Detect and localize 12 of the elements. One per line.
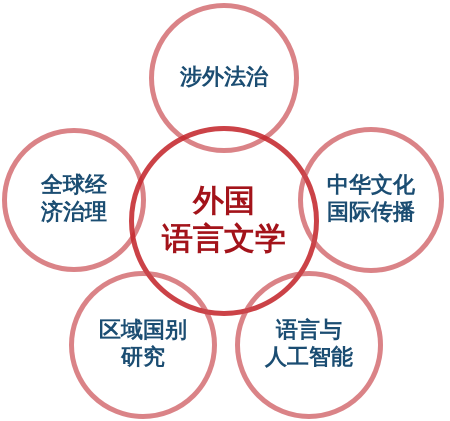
topic-label: 涉外法治 (180, 64, 268, 92)
topic-circle (2, 128, 146, 272)
topic-circle (298, 127, 444, 273)
core-circle (129, 126, 319, 316)
topic-circle (235, 271, 383, 419)
topic-circle (69, 271, 217, 419)
topic-label: 全球经济治理 (41, 173, 107, 227)
topic-label: 区域国别研究 (99, 318, 187, 372)
core-label: 外国语言文学 (162, 183, 286, 259)
topic-label: 语言与人工智能 (265, 318, 353, 372)
topic-label: 中华文化国际传播 (327, 173, 415, 227)
topic-circle (149, 3, 299, 153)
